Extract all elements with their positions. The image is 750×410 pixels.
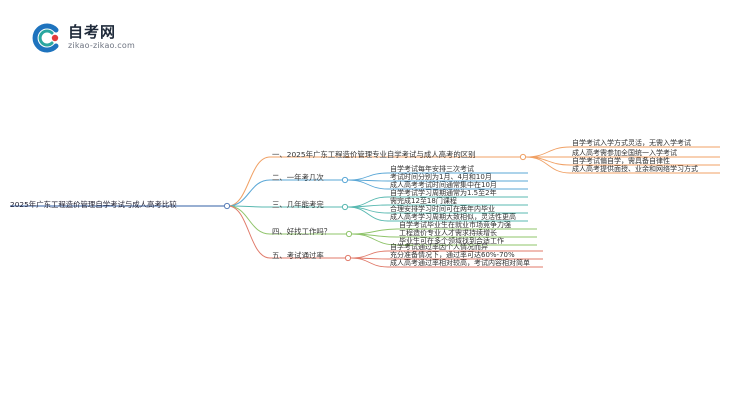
leaf-topic[interactable]: 成人高考考试时间通常集中在10月	[390, 181, 497, 189]
branch-connector	[227, 205, 271, 235]
root-topic[interactable]: 2025年广东工程造价管理自学考试与成人高考比较	[10, 200, 177, 209]
branch-topic[interactable]: 五、考试通过率	[272, 251, 324, 260]
logo-mark-icon	[32, 23, 59, 53]
leaf-topic[interactable]: 需完成12至18门课程	[390, 197, 457, 205]
leaf-topic[interactable]: 合理安排学习时间可在两年内毕业	[390, 205, 495, 213]
site-logo[interactable]: 自考网 zikao-zikao.com	[30, 20, 150, 56]
branch-topic[interactable]: 三、几年能考完	[272, 200, 324, 209]
leaf-topic[interactable]: 充分准备情况下，通过率可达60%-70%	[390, 251, 515, 259]
logo-subtitle: zikao-zikao.com	[68, 41, 135, 50]
leaf-connector	[525, 156, 571, 166]
branch-collapse-toggle[interactable]	[341, 203, 349, 211]
leaf-topic[interactable]: 毕业生可在多个领域找到合适工作	[399, 237, 504, 245]
leaf-topic[interactable]: 成人高考提供面授、业余和网络学习方式	[572, 165, 698, 173]
leaf-topic[interactable]: 自学考试偏自学，需具备自律性	[572, 157, 670, 165]
leaf-topic[interactable]: 自学考试毕业生在就业市场竞争力强	[399, 221, 511, 229]
leaf-connector	[347, 206, 389, 222]
leaf-topic[interactable]: 自学考试通过率因个人情况而异	[390, 243, 488, 251]
leaf-topic[interactable]: 成人高考通过率相对较高，考试内容相对简单	[390, 259, 530, 267]
branch-connector	[227, 205, 271, 259]
leaf-topic[interactable]: 自学考试学习周期通常为1.5至2年	[390, 189, 497, 197]
branch-topic[interactable]: 二、一年考几次	[272, 173, 324, 182]
leaf-topic[interactable]: 自学考试每年安排三次考试	[390, 165, 474, 173]
branch-topic[interactable]: 一、2025年广东工程造价管理专业自学考试与成人高考的区别	[272, 150, 476, 159]
branch-topic[interactable]: 四、好找工作吗？	[272, 227, 332, 236]
branch-collapse-toggle[interactable]	[519, 153, 527, 161]
leaf-connector	[351, 233, 398, 246]
leaf-connector	[525, 156, 571, 174]
leaf-connector	[347, 179, 389, 190]
branch-collapse-toggle[interactable]	[345, 230, 353, 238]
leaf-connector	[350, 250, 389, 259]
logo-title: 自考网	[68, 23, 117, 41]
leaf-connector	[347, 204, 389, 208]
leaf-connector	[350, 257, 389, 268]
leaf-topic[interactable]: 成人高考需参加全国统一入学考试	[572, 149, 677, 157]
leaf-topic[interactable]: 自学考试入学方式灵活，无需入学考试	[572, 139, 691, 147]
leaf-topic[interactable]: 成人高考学习周期大致相似，灵活性更高	[390, 213, 516, 221]
branch-collapse-toggle[interactable]	[341, 176, 349, 184]
root-collapse-toggle[interactable]	[223, 202, 231, 210]
leaf-topic[interactable]: 工程造价专业人才需求持续增长	[399, 229, 497, 237]
branch-collapse-toggle[interactable]	[344, 254, 352, 262]
leaf-connector	[347, 172, 389, 181]
branch-connector	[227, 156, 271, 207]
leaf-topic[interactable]: 考试时间分别为1月、4月和10月	[390, 173, 492, 181]
branch-connector	[227, 179, 271, 207]
leaf-connector	[351, 228, 398, 235]
leaf-connector	[525, 146, 571, 158]
